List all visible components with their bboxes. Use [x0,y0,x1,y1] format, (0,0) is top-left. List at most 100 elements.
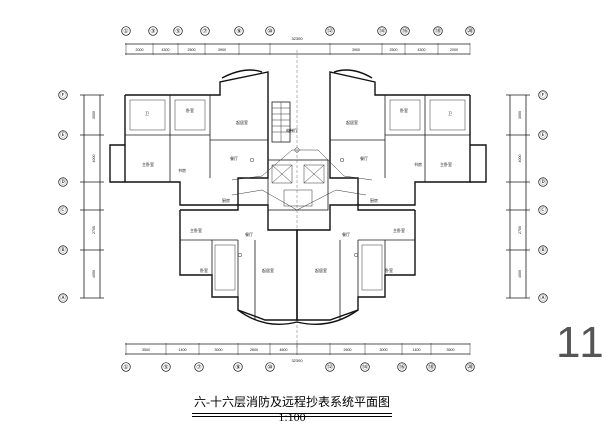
dimension-value: 2000 [136,48,144,52]
svg-text:⑫: ⑫ [327,363,333,371]
svg-text:Ⓒ: Ⓒ [540,206,546,214]
room-label: 厨房 [222,197,230,203]
top-axis-marker: ① [121,26,131,36]
room-label: 卧室 [200,267,208,273]
svg-text:⑩: ⑩ [267,364,272,371]
svg-text:Ⓑ: Ⓑ [540,246,546,254]
dimension-value: 4000 [92,155,96,163]
svg-text:⑤: ⑤ [175,28,180,35]
dimension-value: 3500 [142,348,150,352]
top-axis-marker: ⑫ [325,26,335,36]
bottom-axis-marker: ① [121,362,131,372]
dimension-value: 1400 [413,348,421,352]
dimension-value: 4000 [518,155,522,163]
title-underline [192,416,392,417]
dimension-value: 4000 [92,270,96,278]
svg-text:Ⓓ: Ⓓ [540,178,546,186]
top-axis-marker: ⑩ [265,26,275,36]
dimension-value: 4300 [418,48,426,52]
svg-text:⑱: ⑱ [428,363,434,371]
bottom-total-dimension: 32300 [291,358,303,363]
room-labels: 卧室 起居室 主卧室 书房 餐厅 主卧室 餐厅 卧室 起居室 卧室 起居室 主卧… [142,107,452,273]
dimension-value: 3000 [518,111,522,119]
svg-text:⑩: ⑩ [267,28,272,35]
dimension-value: 3500 [447,348,455,352]
dimension-value: 3900 [218,48,226,52]
top-axis-marker: ⑯ [400,26,410,36]
dimension-value: 3000 [380,348,388,352]
svg-text:⑳: ⑳ [467,363,473,371]
dimension-value: 4600 [280,348,288,352]
svg-text:Ⓒ: Ⓒ [60,206,66,214]
svg-text:Ⓕ: Ⓕ [60,91,66,99]
svg-text:⑭: ⑭ [362,363,368,371]
left-dimension-labels: 3000 4000 2700 4000 [92,111,96,278]
top-total-dimension: 32300 [291,36,303,41]
room-label: 主卧室 [190,227,202,233]
room-label: 餐厅 [230,155,238,161]
left-axis-markers: Ⓕ Ⓔ Ⓓ Ⓒ Ⓑ Ⓐ [58,90,104,303]
dimension-value: 3000 [215,348,223,352]
dimension-value: 4300 [162,48,170,52]
left-axis-marker: Ⓓ [58,177,68,187]
svg-text:Ⓕ: Ⓕ [540,91,546,99]
dimension-value: 1400 [179,348,187,352]
top-axis-marker: ③ [148,26,158,36]
dimension-value: 2600 [344,348,352,352]
room-label: 起居室 [262,267,274,273]
room-label: 卧室 [186,107,194,113]
room-label: 起居室 [236,119,248,125]
top-axis-marker: ⑤ [173,26,183,36]
dimension-value: 2500 [188,48,196,52]
top-axis-marker: ⑦ [200,26,210,36]
bottom-axis-marker: ⑤ [161,362,171,372]
dimension-lines [83,43,527,355]
svg-text:③: ③ [150,28,155,35]
right-axis-marker: Ⓒ [538,205,548,215]
svg-text:⑤: ⑤ [163,364,168,371]
dimension-value: 2500 [390,48,398,52]
svg-text:⑦: ⑦ [202,28,207,35]
dimension-value: 3000 [92,111,96,119]
left-wing [109,69,298,325]
left-axis-marker: Ⓒ [58,205,68,215]
left-axis-marker: Ⓑ [58,245,68,255]
svg-text:⑨: ⑨ [235,364,240,371]
room-label: 卧室 [400,107,408,113]
top-axis-marker: ⑭ [377,26,387,36]
room-label: 卫 [448,111,452,116]
svg-text:Ⓐ: Ⓐ [60,294,66,302]
svg-text:⑯: ⑯ [402,27,408,35]
room-label: 卫 [145,111,149,116]
room-label: 厨房 [370,197,378,203]
left-axis-marker: Ⓕ [58,90,68,100]
drawing-title: 六-十六层消防及远程抄表系统平面图 1:100 [192,393,392,424]
room-label: 电梯厅 [286,127,298,133]
svg-text:①: ① [123,364,128,371]
room-label: 主卧室 [393,227,405,233]
drawing-title-text: 六-十六层消防及远程抄表系统平面图 1:100 [194,395,390,424]
svg-text:⑭: ⑭ [379,27,385,35]
svg-text:⑦: ⑦ [196,364,201,371]
right-axis-marker: Ⓓ [538,177,548,187]
svg-text:Ⓓ: Ⓓ [60,178,66,186]
svg-text:⑱: ⑱ [435,27,441,35]
dimension-value: 2700 [92,226,96,234]
dimension-value: 3900 [352,48,360,52]
room-label: 卧室 [385,267,393,273]
svg-text:⑯: ⑯ [399,363,405,371]
bottom-axis-marker: ⑩ [265,362,275,372]
svg-text:Ⓐ: Ⓐ [540,294,546,302]
svg-text:Ⓔ: Ⓔ [60,131,66,139]
right-wing [296,69,487,325]
bottom-axis-marker: ⑳ [465,362,475,372]
bottom-axis-marker: ⑨ [233,362,243,372]
dimension-value: 4000 [518,270,522,278]
svg-text:⑨: ⑨ [236,28,241,35]
central-core [231,147,373,258]
svg-text:⑳: ⑳ [467,27,473,35]
